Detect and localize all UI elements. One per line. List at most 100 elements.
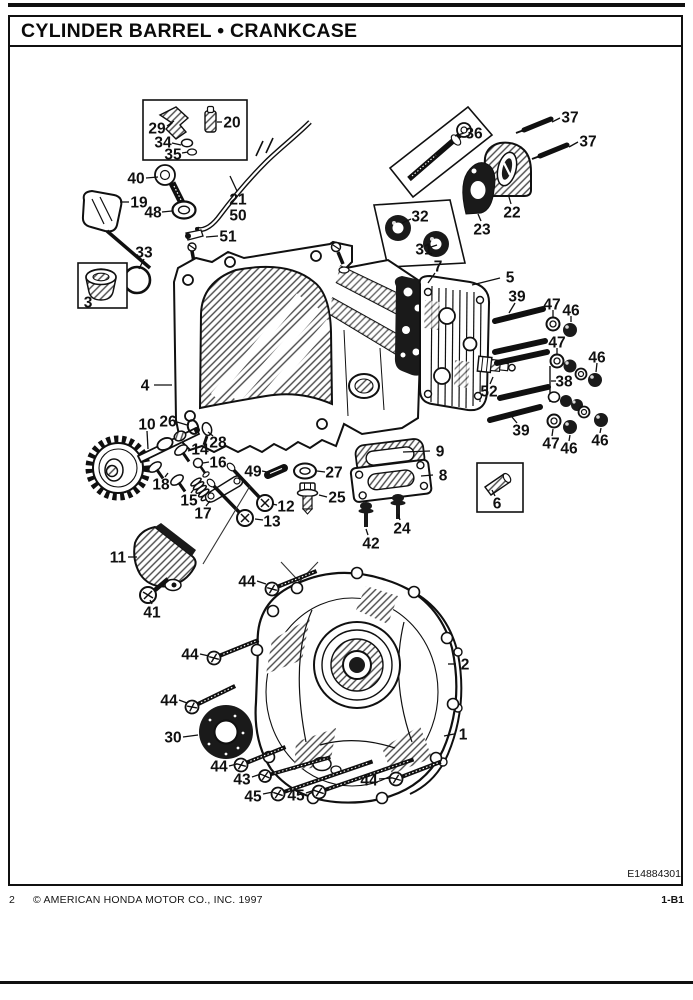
part-bolt-40 — [154, 164, 188, 209]
part-collar-20 — [204, 110, 217, 133]
part-oring-26 — [186, 419, 200, 435]
callout-8: 8 — [439, 468, 448, 485]
part-washer-48 — [171, 200, 197, 220]
inset-box-seals — [373, 199, 467, 268]
callout-42: 42 — [362, 536, 379, 553]
part-gasket-23 — [462, 162, 496, 215]
callout-leader-26 — [176, 421, 188, 426]
callout-44: 44 — [210, 759, 228, 776]
callout-leader-14 — [187, 449, 192, 452]
callout-leader-49 — [261, 470, 268, 473]
callout-39: 39 — [508, 289, 526, 306]
callout-leader-21 — [229, 175, 238, 192]
callout-leader-39 — [511, 416, 518, 424]
callout-37: 37 — [579, 134, 596, 151]
callout-leader-40 — [145, 176, 159, 179]
callout-leader-47 — [551, 428, 554, 437]
callout-52: 52 — [480, 384, 497, 401]
part-plate-8 — [349, 458, 433, 503]
part-valve-13 — [206, 478, 254, 527]
callout-leader-25 — [318, 494, 328, 498]
callout-leader-45 — [305, 789, 316, 794]
callout-leader-46 — [595, 362, 598, 373]
callout-9: 9 — [436, 444, 445, 461]
callout-21: 21 — [229, 192, 247, 209]
callout-45: 45 — [287, 788, 305, 805]
part-tappet-18a — [148, 461, 165, 480]
callout-25: 25 — [328, 490, 346, 507]
part-oil-seal-30 — [199, 705, 253, 759]
callout-leader-7 — [427, 272, 436, 284]
callout-23: 23 — [473, 222, 491, 239]
callout-38: 38 — [555, 374, 573, 391]
callout-leader-28 — [207, 431, 214, 437]
callout-40: 40 — [127, 171, 144, 188]
callout-leader-44 — [178, 699, 188, 704]
part-washer-34 — [180, 138, 194, 148]
part-oring-33 — [122, 265, 152, 295]
callout-6: 6 — [493, 496, 502, 513]
bottom-rule — [0, 981, 693, 984]
callout-47: 47 — [548, 335, 565, 352]
callout-46: 46 — [591, 433, 609, 450]
callout-36: 36 — [465, 126, 483, 143]
part-cylinder-head-5 — [418, 274, 491, 412]
part-washer-35 — [186, 148, 198, 156]
callout-leader-37 — [551, 117, 561, 123]
callout-12: 12 — [277, 499, 294, 516]
page-title: CYLINDER BARREL • CRANKCASE — [21, 19, 358, 42]
part-drain-bolt-25 — [296, 482, 319, 515]
callout-leader-51 — [205, 235, 219, 238]
callout-46: 46 — [588, 350, 606, 367]
callout-20: 20 — [223, 115, 240, 132]
part-tensioner-11 — [133, 523, 197, 592]
callout-leader-39 — [508, 302, 516, 314]
callout-5: 5 — [506, 270, 515, 287]
callout-leader-1 — [443, 733, 455, 737]
callout-27: 27 — [325, 465, 342, 482]
inset-box-filler-cap — [77, 262, 128, 309]
callout-46: 46 — [562, 303, 580, 320]
part-bolt-41 — [139, 577, 170, 604]
callout-30: 30 — [164, 730, 181, 747]
callout-leader-48 — [161, 210, 173, 213]
callout-17: 17 — [194, 506, 211, 523]
callout-leader-42 — [365, 528, 369, 536]
callout-37: 37 — [561, 110, 578, 127]
part-breather-tube-21-50 — [195, 120, 312, 233]
callout-16: 16 — [209, 455, 227, 472]
callout-leader-22 — [508, 196, 512, 205]
callout-43: 43 — [233, 772, 251, 789]
callout-26: 26 — [159, 414, 177, 431]
callout-44: 44 — [181, 647, 199, 664]
callout-leader-33 — [138, 258, 145, 270]
part-camshaft-10 — [85, 426, 201, 501]
callout-leader-46 — [599, 427, 602, 434]
callout-44: 44 — [160, 693, 178, 710]
inset-box-dowel — [476, 462, 524, 513]
part-tappet-14 — [174, 444, 191, 463]
callout-34: 34 — [154, 135, 172, 152]
callout-19: 19 — [130, 195, 148, 212]
part-tappet-18b — [170, 474, 187, 493]
callout-leader-32 — [401, 218, 412, 224]
callout-leader-13 — [254, 518, 264, 521]
callout-leader-6 — [491, 489, 496, 497]
callout-46: 46 — [560, 441, 578, 458]
callout-leader-44 — [199, 653, 210, 657]
callout-50: 50 — [229, 208, 246, 225]
callout-leader-34 — [171, 142, 182, 146]
callout-22: 22 — [503, 205, 520, 222]
footer-section-code: 1-B1 — [661, 894, 684, 906]
part-follower-28 — [201, 421, 213, 446]
callout-leader-16 — [202, 461, 210, 464]
callout-leader-41 — [149, 599, 153, 605]
callout-45: 45 — [244, 789, 262, 806]
callout-48: 48 — [144, 205, 162, 222]
callout-leader-10 — [146, 430, 149, 450]
callout-leader-5 — [471, 277, 501, 286]
callout-47: 47 — [542, 436, 559, 453]
footer-page-number: 2 — [9, 894, 15, 906]
part-bolt-24 — [390, 494, 406, 519]
callout-leader-17 — [205, 500, 211, 507]
